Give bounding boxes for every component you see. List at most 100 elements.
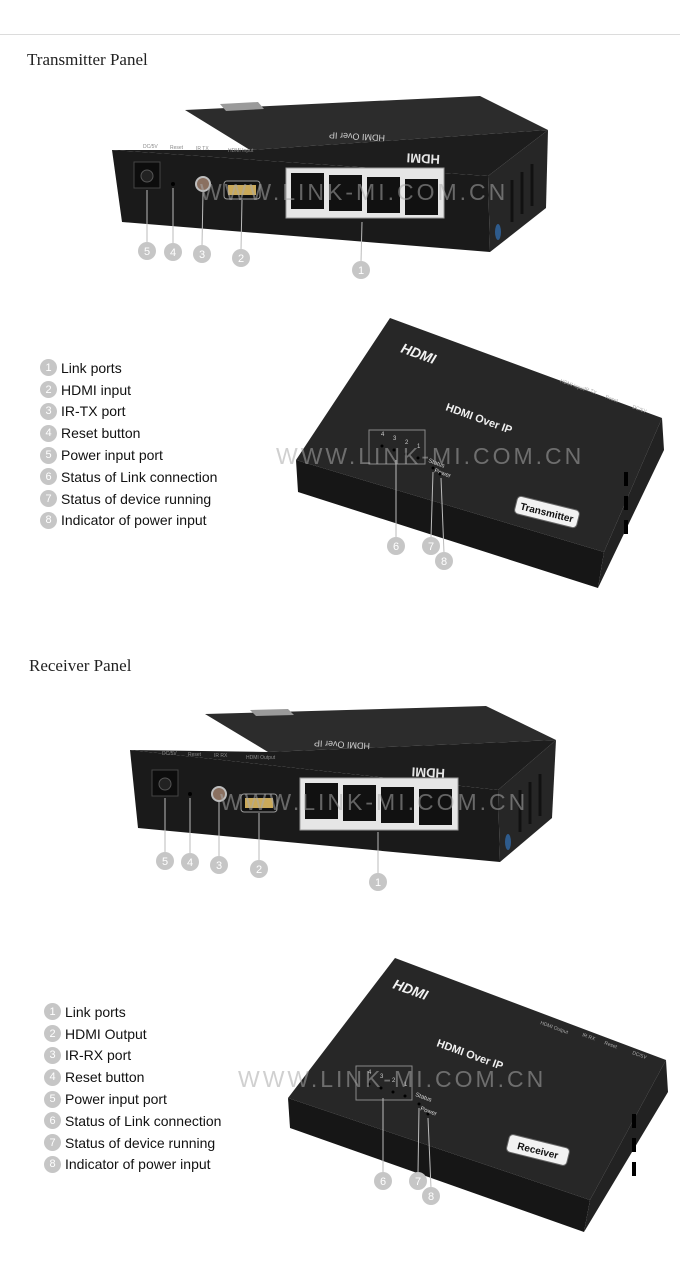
legend-label: Reset button: [61, 425, 141, 442]
transmitter-front-callout-8: 8: [441, 556, 447, 568]
transmitter-front-callout-7: 7: [428, 541, 434, 553]
receiver-front-link-4: 4: [368, 1070, 372, 1076]
receiver-rear-callout-4: 4: [187, 857, 193, 869]
transmitter-rear-label-dc: DC/5V: [143, 144, 158, 150]
transmitter-rear-label-ir: IR TX: [196, 146, 209, 152]
legend-number: 2: [44, 1025, 61, 1043]
legend-label: Status of Link connection: [65, 1112, 222, 1129]
legend-number: 6: [44, 1112, 61, 1130]
transmitter-rear-callout-3: 3: [199, 249, 205, 261]
legend-number: 1: [44, 1003, 61, 1021]
transmitter-front-link-1: 1: [417, 444, 421, 450]
transmitter-rear-label-reset: Reset: [170, 145, 184, 151]
legend-label: Status of Link connection: [61, 468, 218, 485]
legend-number: 7: [44, 1134, 61, 1152]
transmitter-rear-brand: HDMI: [406, 150, 440, 167]
transmitter-front-link-4: 4: [381, 432, 385, 438]
receiver-rear-watermark: WWW.LINK-MI.COM.CN: [220, 789, 529, 815]
legend-label: Link ports: [61, 359, 122, 376]
legend-label: Power input port: [65, 1091, 167, 1108]
receiver-rear-label-dc: DC/5V: [162, 751, 177, 757]
receiver-rear-label-reset: Reset: [188, 752, 202, 758]
legend-label: IR-RX port: [65, 1047, 132, 1064]
legend-number: 2: [40, 381, 57, 399]
receiver-front-link-2: 2: [392, 1078, 396, 1084]
legend-number: 8: [40, 511, 57, 529]
receiver-front-label-dc: DC/5V: [631, 1050, 648, 1061]
receiver-front-callout-8: 8: [428, 1191, 434, 1203]
legend-number: 4: [44, 1068, 61, 1086]
transmitter-rear-callout-1: 1: [358, 265, 364, 277]
receiver-rear-callout-3: 3: [216, 860, 222, 872]
transmitter-rear-product-text: HDMI Over IP: [329, 130, 385, 143]
legend-label: Indicator of power input: [65, 1156, 211, 1173]
legend-label: Link ports: [65, 1003, 126, 1020]
transmitter-front-label-dc: DC/5V: [631, 404, 648, 415]
legend-number: 8: [44, 1155, 61, 1173]
legend-label: Status of device running: [61, 490, 212, 507]
receiver-rear-callout-5: 5: [162, 856, 168, 868]
transmitter-rear-label-hdmi: HDMI Input: [228, 148, 254, 154]
receiver-panel-title: Receiver Panel: [29, 656, 132, 675]
legend-number: 3: [44, 1046, 61, 1064]
transmitter-rear-callout-2: 2: [238, 253, 244, 265]
receiver-rear-callout-1: 1: [375, 877, 381, 889]
legend-label: HDMI input: [61, 381, 132, 398]
transmitter-front-label-ir: IR TX: [583, 386, 598, 396]
transmitter-front-label-reset: Reset: [604, 394, 619, 404]
transmitter-front-link-2: 2: [405, 440, 409, 446]
receiver-front-label-reset: Reset: [603, 1040, 618, 1050]
receiver-front-label-ir: IR RX: [581, 1032, 596, 1042]
receiver-front-status-label: Status: [414, 1092, 432, 1103]
legend-label: HDMI Output: [65, 1025, 147, 1042]
legend-label: Reset button: [65, 1069, 145, 1086]
legend-number: 7: [40, 490, 57, 508]
receiver-front-photo: HDMI HDMI Over IP HDMI Output IR RX Rese…: [288, 958, 668, 1232]
legend-number: 5: [44, 1090, 61, 1108]
legend-label: Status of device running: [65, 1134, 216, 1151]
legend-label: IR-TX port: [61, 403, 126, 420]
receiver-rear-brand: HDMI: [411, 764, 445, 781]
transmitter-front-power-label: Power: [433, 468, 451, 479]
top-divider: [0, 34, 680, 35]
receiver-rear-callout-2: 2: [256, 864, 262, 876]
transmitter-front-callout-6: 6: [393, 541, 399, 553]
transmitter-rear-photo: HDMI HDMI Over IP DC/5V Reset IR TX HDMI…: [112, 96, 548, 279]
legend-number: 1: [40, 359, 57, 377]
legend-number: 3: [40, 402, 57, 420]
receiver-rear-label-hdmi: HDMI Output: [246, 755, 276, 761]
legend-number: 6: [40, 468, 57, 486]
transmitter-rear-watermark: WWW.LINK-MI.COM.CN: [200, 179, 509, 205]
transmitter-rear-callout-5: 5: [144, 246, 150, 258]
legend-number: 5: [40, 446, 57, 464]
legend-label: Indicator of power input: [61, 512, 207, 529]
receiver-rear-product-text: HDMI Over IP: [314, 738, 370, 751]
transmitter-panel-title: Transmitter Panel: [27, 50, 148, 69]
transmitter-front-link-3: 3: [393, 436, 397, 442]
transmitter-rear-callout-4: 4: [170, 247, 176, 259]
transmitter-front-watermark: WWW.LINK-MI.COM.CN: [276, 443, 585, 469]
receiver-front-callout-6: 6: [380, 1176, 386, 1188]
transmitter-front-status-label: Status: [427, 458, 445, 469]
transmitter-front-photo: HDMI HDMI Over IP HDMI Input IR TX Reset…: [296, 318, 664, 588]
receiver-front-link-1: 1: [404, 1082, 408, 1088]
receiver-front-watermark: WWW.LINK-MI.COM.CN: [238, 1066, 547, 1092]
